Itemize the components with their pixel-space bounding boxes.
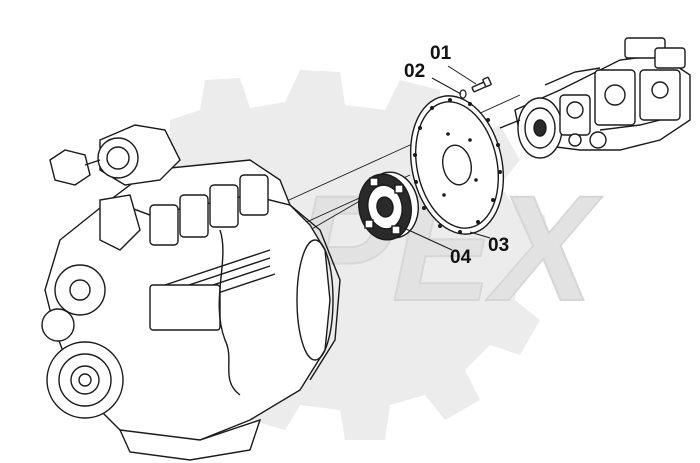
callout-02: 02 xyxy=(404,61,426,82)
hydraulic-pump-assembly xyxy=(499,37,691,159)
flywheel-plate-part-03 xyxy=(409,95,505,235)
bolt-part-01 xyxy=(471,76,492,93)
leader-03 xyxy=(469,231,491,239)
callout-04: 04 xyxy=(450,247,472,268)
callout-03: 03 xyxy=(488,235,510,256)
leader-02 xyxy=(431,77,462,95)
engine-assembly xyxy=(41,124,341,461)
leader-lines xyxy=(403,65,491,251)
leader-01 xyxy=(447,65,477,85)
callout-01: 01 xyxy=(430,43,452,64)
coupling-part-04 xyxy=(358,171,419,241)
leader-04 xyxy=(403,227,453,251)
